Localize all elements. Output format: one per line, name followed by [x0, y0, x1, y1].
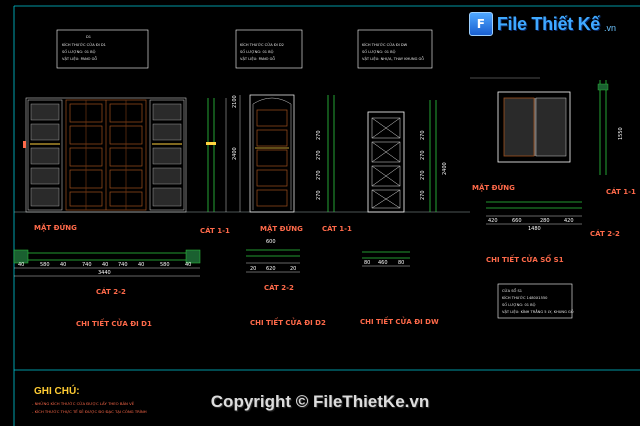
d2-cat-22-label: CÁT 2-2	[264, 283, 294, 292]
notes-line-1: - NHỮNG KÍCH THƯỚC CỬA ĐƯỢC LẤY THEO BẢN…	[32, 401, 135, 406]
s1-dim-0: 420	[488, 218, 498, 224]
spec-s1-line-2: KÍCH THƯỚC 1480X1550	[502, 295, 548, 300]
spec-d1-line-3: VẬT LIỆU: PANO GỖ	[62, 56, 97, 61]
d1-dim-3: 740	[82, 262, 92, 268]
door-d1-section-plan: 40 580 40 740 40 740 40 580 40 3440	[13, 249, 201, 277]
window-s1-section-plan: 420 660 280 420 1480	[486, 201, 582, 232]
s1-dim-2: 280	[540, 218, 550, 224]
door-d2-height-dims: 2100 2400	[232, 95, 238, 160]
spec-d2-line-2: SỐ LƯỢNG: 01 BỘ	[240, 49, 274, 54]
site-logo[interactable]: F File Thiết Kế .vn	[468, 12, 616, 36]
d2-hdim-5: 270	[316, 130, 322, 140]
d2-dim-0: 600	[266, 239, 276, 245]
d1-dim-0: 40	[18, 262, 24, 268]
copyright-watermark: Copyright © FileThietKe.vn	[210, 392, 430, 411]
notes-line-2: - KÍCH THƯỚC THỰC TẾ SẼ ĐƯỢC ĐO ĐẠC TẠI …	[32, 409, 147, 414]
door-d2-section-vertical: 270 270 270 270	[316, 95, 335, 212]
door-d2-section-plan: 600 620 20 20	[246, 239, 300, 273]
s1-cat-11-label: CÁT 1-1	[606, 187, 636, 196]
d2-mat-dung-label: MẶT ĐỨNG	[260, 224, 303, 233]
spec-box-s1: CỬA SỔ S1 KÍCH THƯỚC 1480X1550 SỐ LƯỢNG:…	[497, 283, 574, 319]
d1-dim-2: 40	[60, 262, 66, 268]
spec-d1-tag: D1	[86, 35, 91, 39]
spec-d2-line-1: KÍCH THƯỚC CỬA ĐI D2	[240, 42, 284, 47]
notes-title: GHI CHÚ:	[34, 386, 80, 397]
s1-cat-22-label: CÁT 2-2	[590, 229, 620, 238]
d2-dim-2: 20	[250, 266, 256, 272]
spec-d1-line-2: SỐ LƯỢNG: 01 BỘ	[62, 49, 96, 54]
d2-hdim-4: 270	[316, 150, 322, 160]
d2-hdim-total: 2400	[232, 147, 238, 160]
d1-mat-dung-label: MẶT ĐỨNG	[34, 223, 77, 232]
window-s1-elevation	[470, 77, 571, 163]
spec-box-d2: KÍCH THƯỚC CỬA ĐI D2 SỐ LƯỢNG: 01 BỘ VẬT…	[235, 29, 303, 69]
d1-dim-8: 40	[185, 262, 191, 268]
door-dw-section-plan: 460 80 80	[362, 251, 410, 267]
d2-hdim-0: 2100	[232, 95, 238, 108]
d1-cat-11-label: CÁT 1-1	[200, 226, 230, 235]
dw-dim-1: 80	[364, 260, 370, 266]
door-d1-wood-leaves	[65, 99, 147, 211]
logo-text: File Thiết Kế	[496, 13, 600, 34]
spec-d2-line-3: VẬT LIỆU: PANO GỖ	[240, 56, 275, 61]
s1-title: CHI TIẾT CỬA SỔ S1	[486, 254, 564, 264]
spec-s1-line-3: SỐ LƯỢNG: 01 BỘ	[502, 302, 536, 307]
door-d1-elevation	[23, 97, 187, 213]
d1-dim-total: 3440	[98, 270, 111, 276]
d2-cat-11-label: CÁT 1-1	[322, 224, 352, 233]
d2-dim-1: 620	[266, 266, 276, 272]
d1-dim-4: 40	[102, 262, 108, 268]
dw-hdim-4: 270	[420, 150, 426, 160]
door-dw-section-vertical: 270 270 270 270 2400	[420, 100, 448, 212]
door-d1-section-vertical	[206, 98, 227, 212]
d1-dim-6: 40	[138, 262, 144, 268]
dw-dim-2: 80	[398, 260, 404, 266]
s1-dim-1: 660	[512, 218, 522, 224]
d1-dim-5: 740	[118, 262, 128, 268]
d1-cat-22-label: CÁT 2-2	[96, 287, 126, 296]
dw-hdim-total: 2400	[442, 162, 448, 175]
spec-box-dw: KÍCH THƯỚC CỬA ĐI DW SỐ LƯỢNG: 01 BỘ VẬT…	[357, 29, 433, 69]
file-icon: F	[468, 12, 493, 36]
spec-box-d1: D1 KÍCH THƯỚC CỬA ĐI D1 SỐ LƯỢNG: 01 BỘ …	[56, 29, 149, 69]
d2-title: CHI TIẾT CỬA ĐI D2	[250, 317, 326, 327]
d2-hdim-2: 270	[316, 190, 322, 200]
d2-dim-3: 20	[290, 266, 296, 272]
dw-title: CHI TIẾT CỬA ĐI DW	[360, 316, 439, 326]
dw-dim-0: 460	[378, 260, 388, 266]
d1-title: CHI TIẾT CỬA ĐI D1	[76, 318, 152, 328]
spec-dw-line-1: KÍCH THƯỚC CỬA ĐI DW	[362, 42, 408, 47]
door-d2-elevation	[239, 94, 295, 213]
d1-dim-7: 580	[160, 262, 170, 268]
s1-mat-dung-label: MẶT ĐỨNG	[472, 183, 515, 192]
dw-hdim-2: 270	[420, 190, 426, 200]
spec-dw-line-3: VẬT LIỆU: NHỰA, THAY KHUNG GỖ	[362, 56, 424, 61]
dw-hdim-3: 270	[420, 170, 426, 180]
spec-d1-line-1: KÍCH THƯỚC CỬA ĐI D1	[62, 42, 106, 47]
spec-s1-line-1: CỬA SỔ S1	[502, 288, 522, 293]
d2-hdim-3: 270	[316, 170, 322, 180]
s1-hdim-0: 1550	[618, 127, 624, 140]
window-s1-section-vertical: 1550	[597, 80, 624, 175]
spec-s1-line-4: VẬT LIỆU: KÍNH TRẮNG 5 LY, KHUNG GỖ	[502, 309, 574, 314]
s1-dim-3: 420	[564, 218, 574, 224]
door-dw-elevation	[367, 111, 405, 213]
dw-hdim-5: 270	[420, 130, 426, 140]
s1-dim-total: 1480	[528, 226, 541, 232]
spec-dw-line-2: SỐ LƯỢNG: 01 BỘ	[362, 49, 396, 54]
d1-dim-1: 580	[40, 262, 50, 268]
door-d1-side-panel-right	[149, 99, 185, 211]
logo-domain: .vn	[603, 23, 616, 33]
door-d1-side-panel-left	[27, 99, 63, 211]
